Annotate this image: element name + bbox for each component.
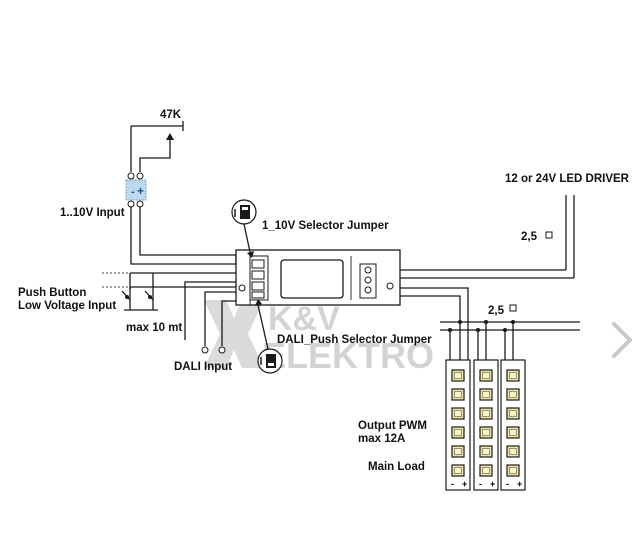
potentiometer-47k: 47K — [127, 109, 184, 180]
led-strip: -+ — [500, 359, 526, 491]
polarity-plus: + — [462, 479, 467, 489]
led-driver-wiring: 12 or 24V LED DRIVER 2,5 — [400, 173, 630, 279]
dali-input-wiring: DALI Input — [174, 281, 236, 373]
plus-sign: + — [137, 184, 144, 198]
push-button-label-1: Push Button — [18, 287, 86, 299]
main-load-label: Main Load — [368, 461, 425, 473]
output-pwm-label-2: max 12A — [358, 433, 405, 445]
led-strips: -+-+-+ — [445, 359, 526, 491]
polarity-plus: + — [517, 479, 522, 489]
wire-size-label-mid: 2,5 — [488, 305, 505, 317]
watermark-text-1: K&V — [268, 300, 340, 338]
selector-1-10v-label: 1_10V Selector Jumper — [262, 220, 389, 232]
jumper-icon — [234, 205, 250, 219]
polarity-plus: + — [490, 479, 495, 489]
chevron-right-icon[interactable] — [604, 318, 640, 362]
dali-push-selector-label: DALI_Push Selector Jumper — [277, 334, 432, 346]
push-button-wiring: Push Button Low Voltage Input max 10 mt — [18, 272, 236, 334]
wire-size-label-top: 2,5 — [521, 231, 538, 243]
polarity-minus: - — [479, 479, 482, 489]
input-1-10v-module: - + 1..10V Input — [60, 179, 147, 219]
led-strip: -+ — [473, 359, 499, 491]
output-pwm-label-1: Output PWM — [358, 420, 427, 432]
jumper-1-10v: 1_10V Selector Jumper — [231, 199, 389, 258]
led-driver-label: 12 or 24V LED DRIVER — [505, 173, 630, 185]
watermark-text-2: ELEKTRO — [262, 335, 434, 376]
polarity-minus: - — [506, 479, 509, 489]
jumper-icon — [260, 354, 276, 368]
push-button-label-2: Low Voltage Input — [18, 300, 116, 312]
input-1-10v-label: 1..10V Input — [60, 207, 125, 219]
controller-module — [235, 249, 401, 306]
minus-sign: - — [131, 186, 135, 198]
polarity-minus: - — [451, 479, 454, 489]
led-strip: -+ — [445, 359, 471, 491]
pot-label: 47K — [160, 109, 182, 121]
max-distance-label: max 10 mt — [126, 322, 182, 334]
dali-input-label: DALI Input — [174, 361, 232, 373]
jumper-dali-push: DALI_Push Selector Jumper — [255, 299, 432, 374]
output-wiring: 2,5 — [400, 287, 580, 360]
